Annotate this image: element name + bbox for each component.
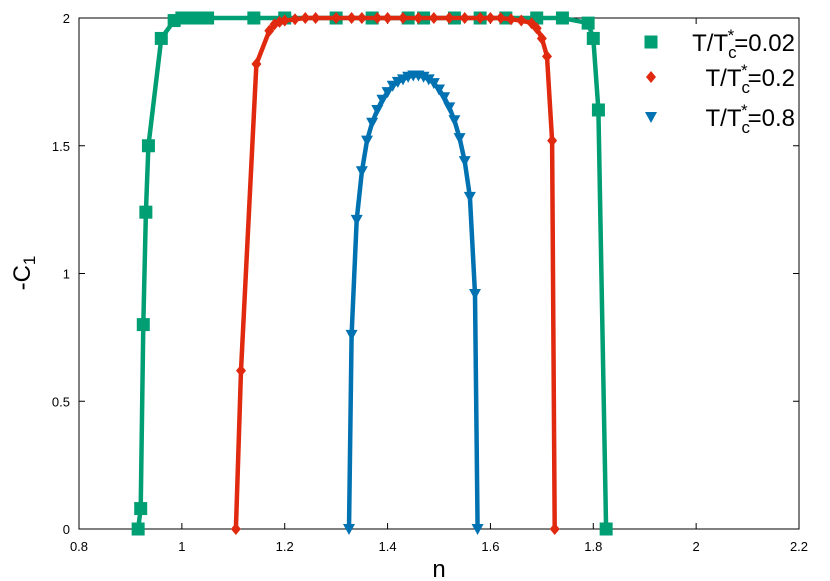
data-point — [355, 166, 368, 178]
data-point — [469, 288, 481, 300]
data-point — [376, 94, 389, 106]
series-3 — [343, 70, 484, 535]
series-1 — [131, 11, 613, 536]
series-layer — [131, 11, 613, 536]
y-tick-label: 2 — [63, 11, 70, 26]
legend: T/Tc*=0.02T/Tc*=0.2T/Tc*=0.8 — [644, 26, 795, 137]
data-point — [591, 103, 605, 117]
y-tick-label: 1 — [63, 267, 70, 282]
x-tick-label: 1.2 — [276, 539, 294, 554]
data-point — [531, 22, 542, 35]
svg-text:-C1: -C1 — [9, 256, 39, 291]
legend-swatch — [646, 71, 656, 83]
data-point — [141, 139, 155, 153]
data-point — [495, 12, 506, 24]
y-tick-label: 0.5 — [52, 394, 70, 409]
data-point — [485, 12, 496, 24]
legend-swatch — [644, 35, 658, 49]
data-point — [453, 133, 466, 145]
data-point — [134, 502, 148, 516]
data-point — [236, 364, 246, 377]
data-point — [448, 115, 461, 127]
x-tick-label: 1.8 — [584, 539, 602, 554]
data-point — [361, 135, 373, 147]
legend-label: T/Tc*=0.02 — [692, 26, 795, 62]
data-point — [542, 50, 552, 63]
legend-item: T/Tc*=0.2 — [646, 61, 795, 97]
data-point — [343, 524, 355, 535]
data-point — [555, 11, 569, 25]
data-point — [264, 24, 275, 37]
data-point — [279, 14, 290, 27]
y-axis-label-sub: 1 — [20, 256, 39, 265]
data-point — [506, 13, 516, 26]
ticks: 0.8 1 1.2 1.4 1.6 1.8 2 2.2 0 0.5 1 1.5 2 — [52, 11, 808, 554]
legend-label: T/Tc*=0.2 — [705, 61, 795, 97]
data-point — [331, 12, 342, 24]
data-point — [230, 523, 241, 535]
data-point — [131, 522, 145, 536]
y-tick-label: 0 — [63, 522, 70, 537]
x-tick-label: 1.6 — [481, 539, 499, 554]
data-point — [381, 87, 394, 99]
data-point — [444, 12, 455, 24]
data-point — [366, 117, 379, 129]
data-point — [382, 12, 393, 24]
data-point — [433, 84, 445, 96]
data-point — [251, 57, 262, 70]
data-point — [139, 205, 153, 219]
legend-item: T/Tc*=0.8 — [645, 101, 795, 137]
data-point — [185, 11, 199, 25]
data-point — [356, 12, 367, 24]
data-point — [413, 12, 424, 24]
y-axis-label-main: -C — [9, 265, 36, 290]
data-point — [547, 134, 558, 147]
data-point — [350, 214, 363, 226]
data-point — [438, 92, 451, 104]
data-point — [459, 12, 470, 24]
data-point — [586, 31, 600, 45]
legend-item: T/Tc*=0.02 — [644, 26, 795, 62]
x-tick-label: 2 — [693, 539, 700, 554]
data-point — [201, 11, 215, 25]
x-tick-label: 0.8 — [70, 539, 88, 554]
data-point — [599, 522, 613, 536]
data-point — [443, 102, 456, 114]
data-point — [471, 524, 484, 535]
data-point — [549, 523, 560, 535]
y-axis-label: -C1 — [9, 256, 39, 291]
data-point — [300, 12, 311, 24]
data-point — [428, 12, 439, 24]
data-point — [136, 318, 150, 332]
data-point — [175, 11, 189, 25]
data-point — [290, 13, 300, 26]
series-2 — [230, 12, 560, 535]
data-point — [536, 32, 547, 45]
data-point — [422, 74, 435, 86]
data-point — [247, 11, 261, 25]
data-point — [463, 191, 476, 203]
data-point — [345, 329, 358, 341]
data-point — [581, 16, 595, 30]
legend-swatch — [645, 112, 657, 123]
data-point — [398, 12, 408, 24]
data-point — [458, 156, 471, 168]
x-tick-label: 1 — [178, 539, 185, 554]
data-point — [516, 14, 527, 27]
data-point — [310, 12, 321, 24]
data-point — [475, 12, 486, 24]
x-axis-label: n — [432, 556, 445, 581]
data-point — [427, 78, 440, 90]
y-tick-label: 1.5 — [52, 139, 70, 154]
legend-label: T/Tc*=0.8 — [705, 101, 795, 137]
series-line — [135, 15, 609, 532]
x-tick-label: 2.2 — [790, 539, 808, 554]
x-tick-label: 1.4 — [379, 539, 397, 554]
series-line — [233, 15, 557, 532]
data-point — [372, 12, 383, 24]
data-point — [371, 104, 384, 116]
data-point — [346, 12, 357, 24]
data-point — [154, 31, 168, 45]
